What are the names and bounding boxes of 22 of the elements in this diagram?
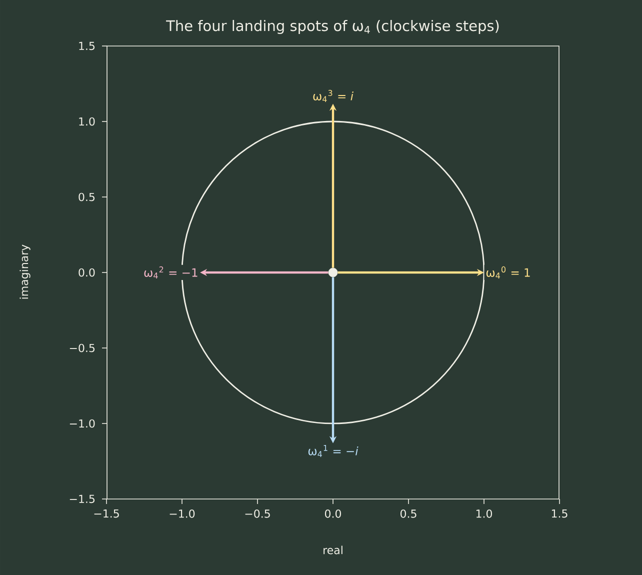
tick-label: 0.5 [78,192,95,202]
tick-label: 1.0 [79,117,95,126]
point-label: ω$_{4}$$^{1}$ = −i [306,443,360,458]
tick-label: −0.5 [70,344,95,352]
tick-label: 0.0 [78,268,95,277]
origin-dot [328,268,338,278]
axis-title: imaginary [20,244,30,299]
tick-label: −0.5 [245,510,270,518]
tick-label: 1.0 [476,510,492,518]
tick-label: 0.0 [324,510,341,518]
tick-label: 1.5 [79,42,95,50]
point-label: ω$_{4}$$^{2}$ = −1 [142,264,200,280]
tick-label: 1.5 [552,510,568,518]
tick-label: −1.5 [70,494,95,504]
tick-label: −1.5 [94,510,119,518]
tick-label: 0.5 [400,510,416,518]
tick-label: −1.0 [170,510,195,518]
point-label: ω$_{4}$$^{3}$ = i [311,88,356,104]
axis-title: real [324,546,342,554]
point-label: ω$_{4}$$^{0}$ = 1 [484,264,532,280]
tick-label: −1.0 [70,419,95,428]
chart-title: The four landing spots of ω$_{4}$ (clockwise steps) [166,20,499,34]
